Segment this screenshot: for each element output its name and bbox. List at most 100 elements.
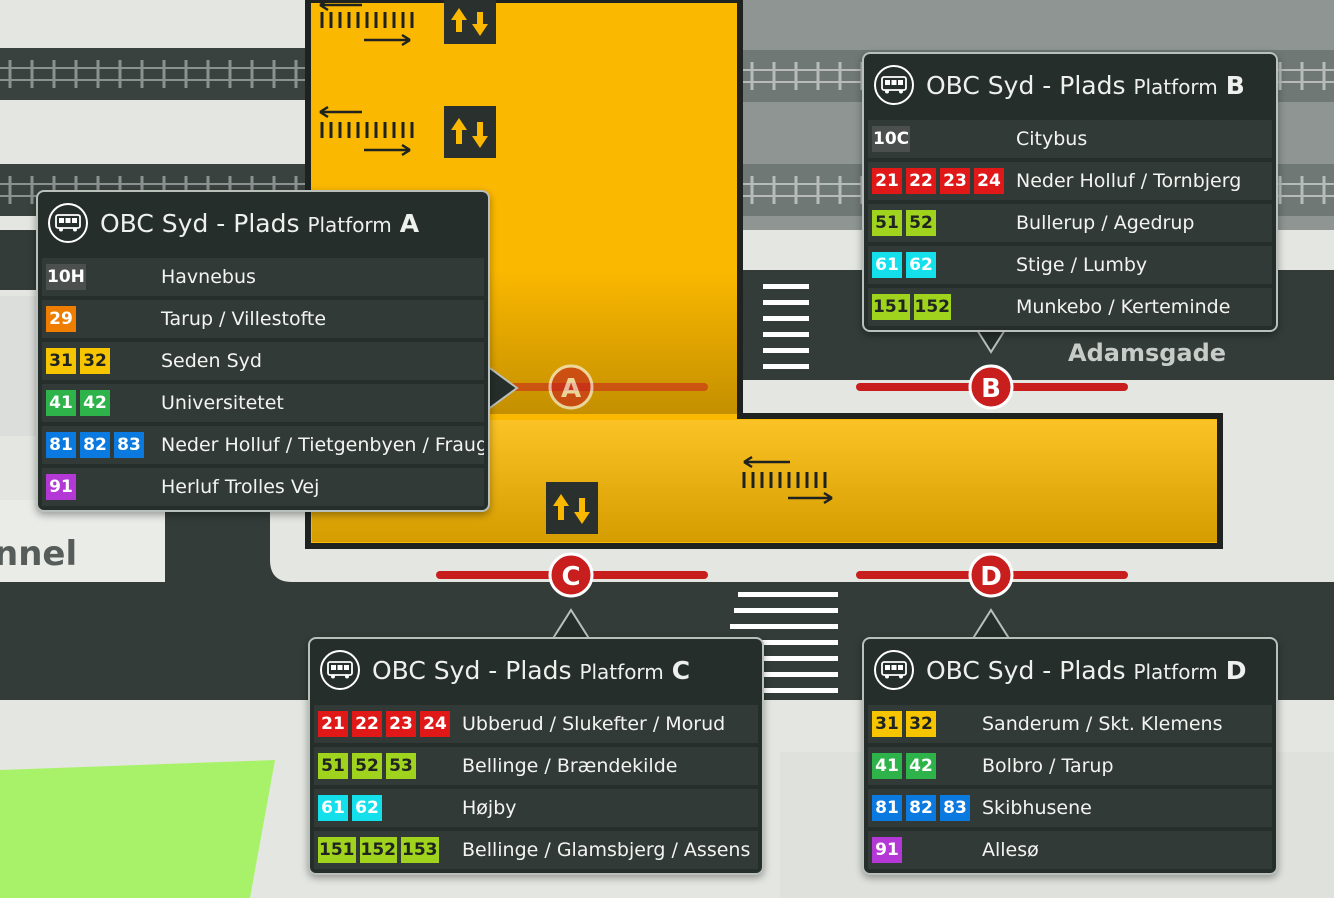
route-number-badge: 51 <box>318 753 348 779</box>
route-destination: Allesø <box>982 839 1039 861</box>
route-number-badge: 22 <box>352 711 382 737</box>
crosswalk-icon <box>714 284 838 693</box>
route-number-badge: 23 <box>386 711 416 737</box>
route-number-badge: 52 <box>906 210 936 236</box>
platform-marker-b[interactable]: B <box>968 364 1014 410</box>
park-area <box>0 760 275 898</box>
svg-text:D: D <box>980 562 1002 592</box>
route-number-badge: 151 <box>318 837 356 863</box>
route-number-badge: 82 <box>906 795 936 821</box>
route-destination: Bellinge / Brændekilde <box>462 755 678 777</box>
route-destination: Ubberud / Slukefter / Morud <box>462 713 726 735</box>
route-number-badge: 83 <box>940 795 970 821</box>
route-destination: Herluf Trolles Vej <box>161 476 320 498</box>
route-number-badge: 10C <box>872 126 911 152</box>
street-label: Adamsgade <box>1068 339 1226 367</box>
platform-letter: B <box>1225 70 1245 100</box>
platform-title: OBC Syd - Plads Platform C <box>372 656 690 685</box>
route-number-badge: 10H <box>46 264 86 290</box>
route-destination: Havnebus <box>161 266 256 288</box>
route-destination: Bellinge / Glamsbjerg / Assens <box>462 839 751 861</box>
escalator-icon <box>444 0 598 534</box>
platform-title: OBC Syd - Plads Platform D <box>926 656 1247 685</box>
platform-marker-c[interactable]: C <box>548 552 594 598</box>
route-number-badge: 153 <box>401 837 439 863</box>
route-numbers: 91 <box>42 474 161 500</box>
svg-text:C: C <box>561 562 580 592</box>
station-name: OBC Syd - Plads <box>372 655 572 685</box>
platform-word: Platform <box>579 659 664 684</box>
platform-header: OBC Syd - Plads Platform C <box>314 639 758 701</box>
route-number-badge: 24 <box>420 711 450 737</box>
route-destination: Skibhusene <box>982 797 1092 819</box>
route-number-badge: 62 <box>906 252 936 278</box>
route-number-badge: 151 <box>872 294 910 320</box>
route-destination: Højby <box>462 797 517 819</box>
svg-text:B: B <box>981 374 1001 404</box>
platform-letter: D <box>1225 655 1247 685</box>
route-row[interactable]: 10H Havnebus <box>42 258 484 296</box>
platform-letter: C <box>671 655 691 685</box>
platform-marker-d[interactable]: D <box>968 552 1014 598</box>
route-number-badge: 42 <box>80 390 110 416</box>
platform-header: OBC Syd - Plads Platform B <box>868 54 1272 116</box>
route-number-badge: 82 <box>80 432 110 458</box>
route-destination: Seden Syd <box>161 350 262 372</box>
bus-icon <box>874 650 914 690</box>
route-number-badge: 51 <box>872 210 902 236</box>
route-number-badge: 23 <box>940 168 970 194</box>
route-number-badge: 81 <box>872 795 902 821</box>
platform-header: OBC Syd - Plads Platform D <box>868 639 1272 701</box>
route-number-badge: 61 <box>872 252 902 278</box>
route-number-badge: 31 <box>46 348 76 374</box>
route-number-badge: 83 <box>114 432 144 458</box>
route-number-badge: 21 <box>318 711 348 737</box>
route-number-badge: 42 <box>906 753 936 779</box>
bus-icon <box>320 650 360 690</box>
street-label-partial: nnel <box>0 534 77 574</box>
route-number-badge: 52 <box>352 753 382 779</box>
route-destination: Bolbro / Tarup <box>982 755 1114 777</box>
route-number-badge: 53 <box>386 753 416 779</box>
route-destination: Neder Holluf / Tornbjerg <box>1016 170 1242 192</box>
route-destination: Stige / Lumby <box>1016 254 1148 276</box>
route-number-badge: 41 <box>872 753 902 779</box>
route-destination: Neder Holluf / Tietgenbyen / Fraugde <box>161 434 484 456</box>
platform-marker-a[interactable]: A <box>548 364 594 410</box>
station-name: OBC Syd - Plads <box>926 70 1126 100</box>
route-number-badge: 31 <box>872 711 902 737</box>
platform-word: Platform <box>1133 659 1218 684</box>
platform-word: Platform <box>1133 74 1218 99</box>
